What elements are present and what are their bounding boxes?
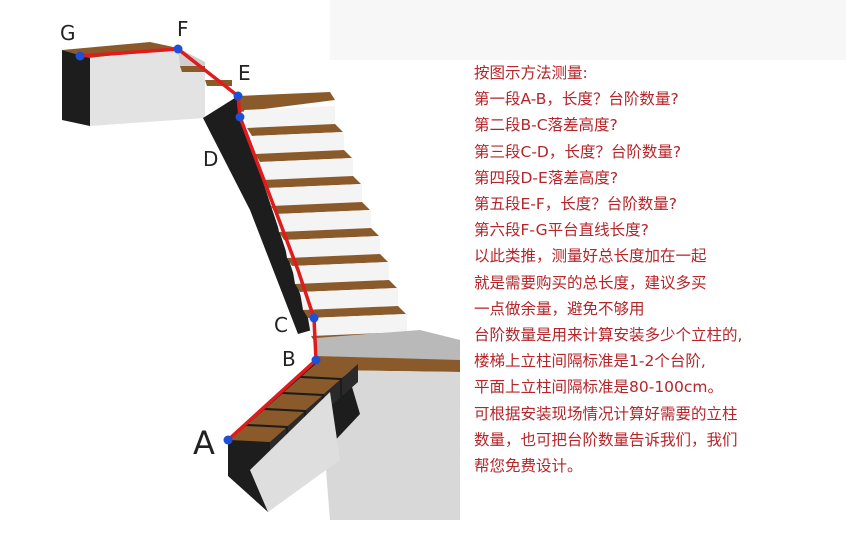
step-riser bbox=[260, 158, 353, 180]
instruction-line: 帮您免费设计。 bbox=[474, 457, 583, 476]
instruction-line: 第六段F-G平台直线长度? bbox=[474, 221, 649, 240]
instruction-line: 第五段E-F，长度？台阶数量? bbox=[474, 195, 678, 214]
step-tread bbox=[230, 426, 286, 442]
point-b-label: B bbox=[282, 347, 296, 371]
step-tread bbox=[248, 410, 304, 426]
step-riser bbox=[284, 236, 380, 258]
point-a-label: A bbox=[193, 424, 215, 462]
step-tread bbox=[255, 150, 352, 162]
point-a-marker bbox=[223, 435, 233, 445]
step-tread bbox=[303, 306, 406, 318]
instruction-line: 数量，也可把台阶数量告诉我们，我们 bbox=[474, 430, 738, 449]
instruction-line: 台阶数量是用来计算安装多少个立柱的, bbox=[474, 326, 743, 345]
instruction-line: 第二段B-C落差高度? bbox=[474, 116, 618, 135]
upper-flight bbox=[203, 92, 415, 344]
instruction-line: 第四段D-E落差高度? bbox=[474, 168, 619, 187]
step-riser bbox=[276, 210, 371, 232]
step-riser bbox=[300, 288, 398, 310]
flight-side-wall bbox=[250, 392, 340, 512]
measurement-points: G F E D CB A bbox=[60, 17, 321, 462]
instruction-line: 可根据安装现场情况计算好需要的立柱 bbox=[474, 404, 738, 423]
instruction-line: 就是需要购买的总长度，建议多买 bbox=[474, 273, 707, 292]
instruction-line: 一点做余量，避免不够用 bbox=[474, 299, 645, 318]
point-d-label: D bbox=[203, 147, 218, 171]
point-f-marker bbox=[173, 44, 183, 54]
point-c-marker bbox=[309, 313, 319, 323]
step-riser bbox=[342, 364, 358, 396]
point-c-label: C bbox=[274, 313, 288, 337]
step-tread bbox=[266, 394, 322, 410]
measurement-line bbox=[79, 47, 318, 442]
step-tread bbox=[279, 228, 379, 240]
step-tread bbox=[263, 176, 361, 188]
step-tread bbox=[287, 254, 388, 266]
top-platform bbox=[62, 42, 232, 126]
background-shade bbox=[330, 0, 846, 60]
step-riser bbox=[244, 106, 335, 128]
step-riser bbox=[292, 262, 389, 284]
step-tread bbox=[247, 124, 343, 136]
instruction-text: 按图示方法测量: 第一段A-B，长度？台阶数量? 第二段B-C落差高度? 第三段C-D… bbox=[474, 60, 844, 479]
instruction-line: 按图示方法测量: bbox=[474, 64, 588, 82]
step-tread bbox=[295, 280, 397, 292]
step-tread bbox=[271, 202, 370, 214]
instruction-line: 楼梯上立柱间隔标准是1-2个台阶, bbox=[474, 352, 706, 371]
point-e-label: E bbox=[238, 61, 251, 85]
instruction-line: 第三段C-D，长度？台阶数量? bbox=[474, 142, 682, 161]
step-riser bbox=[268, 184, 362, 206]
point-g-label: G bbox=[60, 21, 76, 45]
step-tread bbox=[284, 378, 340, 394]
lower-flight bbox=[228, 362, 360, 512]
instruction-line: 以此类推，测量好总长度加在一起 bbox=[474, 247, 707, 266]
step-riser bbox=[308, 314, 407, 336]
instruction-line: 平面上立柱间隔标准是80-100cm。 bbox=[474, 378, 724, 397]
point-e-marker bbox=[233, 91, 243, 101]
point-f-label: F bbox=[177, 17, 189, 41]
instruction-line: 第一段A-B，长度？台阶数量? bbox=[474, 90, 679, 109]
step-tread bbox=[302, 362, 358, 378]
point-b-marker bbox=[311, 355, 321, 365]
step-riser bbox=[252, 132, 344, 154]
point-g-marker bbox=[75, 51, 85, 61]
point-d-marker bbox=[235, 112, 245, 122]
